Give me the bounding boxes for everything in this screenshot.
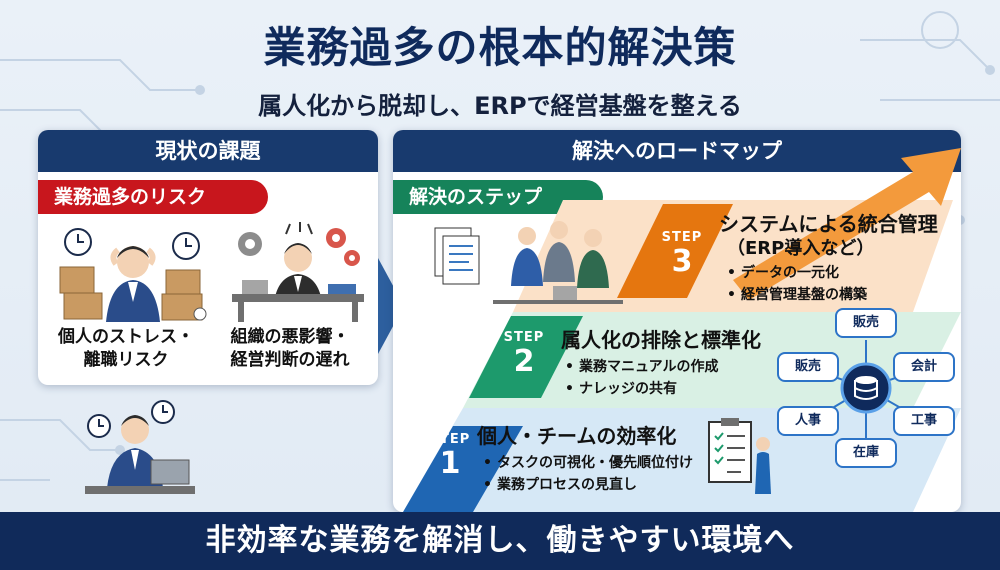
bottom-banner: 非効率な業務を解消し、働きやすい環境へ — [0, 512, 1000, 570]
step-word: STEP — [661, 230, 703, 245]
hub-node-accounting: 会計 — [893, 352, 955, 382]
step-1-bullet: タスクの可視化・優先順位付け — [483, 452, 693, 472]
step-1-bullet: 業務プロセスの見直し — [483, 474, 637, 494]
step-2-title: 属人化の排除と標準化 — [561, 328, 761, 352]
hub-node-inventory: 在庫 — [835, 438, 897, 468]
step-3-title: システムによる統合管理 — [719, 212, 938, 236]
flow-arrow — [378, 258, 404, 354]
issue-line: 組織の悪影響・ — [230, 327, 350, 347]
step-3-badge: STEP 3 — [647, 230, 717, 279]
issue-line: 離職リスク — [83, 350, 169, 370]
step-2-badge: STEP 2 — [489, 330, 559, 379]
step-2-bullet: 業務マニュアルの作成 — [565, 356, 719, 376]
overworked-employee-illustration — [85, 400, 195, 494]
page-title: 業務過多の根本的解決策 — [263, 23, 737, 72]
roadmap-header: 解決へのロードマップ — [393, 130, 961, 172]
roadmap-panel: 解決へのロードマップ 解決のステップ STEP 3 システムによる統合管理 （E… — [393, 130, 961, 512]
step-1-title: 個人・チームの効率化 — [477, 424, 677, 448]
step-3-bullet: 経営管理基盤の構築 — [727, 284, 867, 304]
hub-node-sales-top: 販売 — [835, 308, 897, 338]
step-2-bullet: ナレッジの共有 — [565, 378, 677, 398]
issue-line: 個人のストレス・ — [58, 327, 194, 347]
current-issues-header: 現状の課題 — [38, 130, 378, 172]
steps-tag: 解決のステップ — [393, 180, 603, 214]
hub-node-sales-left: 販売 — [777, 352, 839, 382]
hub-node-construction: 工事 — [893, 406, 955, 436]
current-issues-panel: 現状の課題 業務過多のリスク — [38, 130, 378, 385]
issue-line: 経営判断の遅れ — [230, 350, 350, 370]
erp-hub-graphic — [808, 340, 926, 438]
manager-with-gears-illustration — [232, 222, 364, 322]
step-3-subtitle: （ERP導入など） — [727, 238, 875, 259]
hub-node-hr: 人事 — [777, 406, 839, 436]
step-number: 2 — [513, 344, 535, 379]
step-1-badge: STEP 1 — [415, 432, 485, 481]
step-word: STEP — [429, 432, 471, 447]
risk-tag: 業務過多のリスク — [38, 180, 268, 214]
page-subtitle: 属人化から脱却し、ERPで経営基盤を整える — [258, 92, 742, 120]
step-3-bullet: データの一元化 — [727, 262, 839, 282]
step-word: STEP — [503, 330, 545, 345]
issue-caption-organization: 組織の悪影響・ 経営判断の遅れ — [210, 326, 370, 372]
stressed-worker-illustration — [59, 228, 207, 322]
team-meeting-illustration — [434, 221, 623, 304]
checklist-illustration — [708, 418, 771, 494]
issue-caption-personal: 個人のストレス・ 離職リスク — [46, 326, 206, 372]
step-number: 1 — [439, 446, 461, 481]
step-number: 3 — [671, 244, 693, 279]
